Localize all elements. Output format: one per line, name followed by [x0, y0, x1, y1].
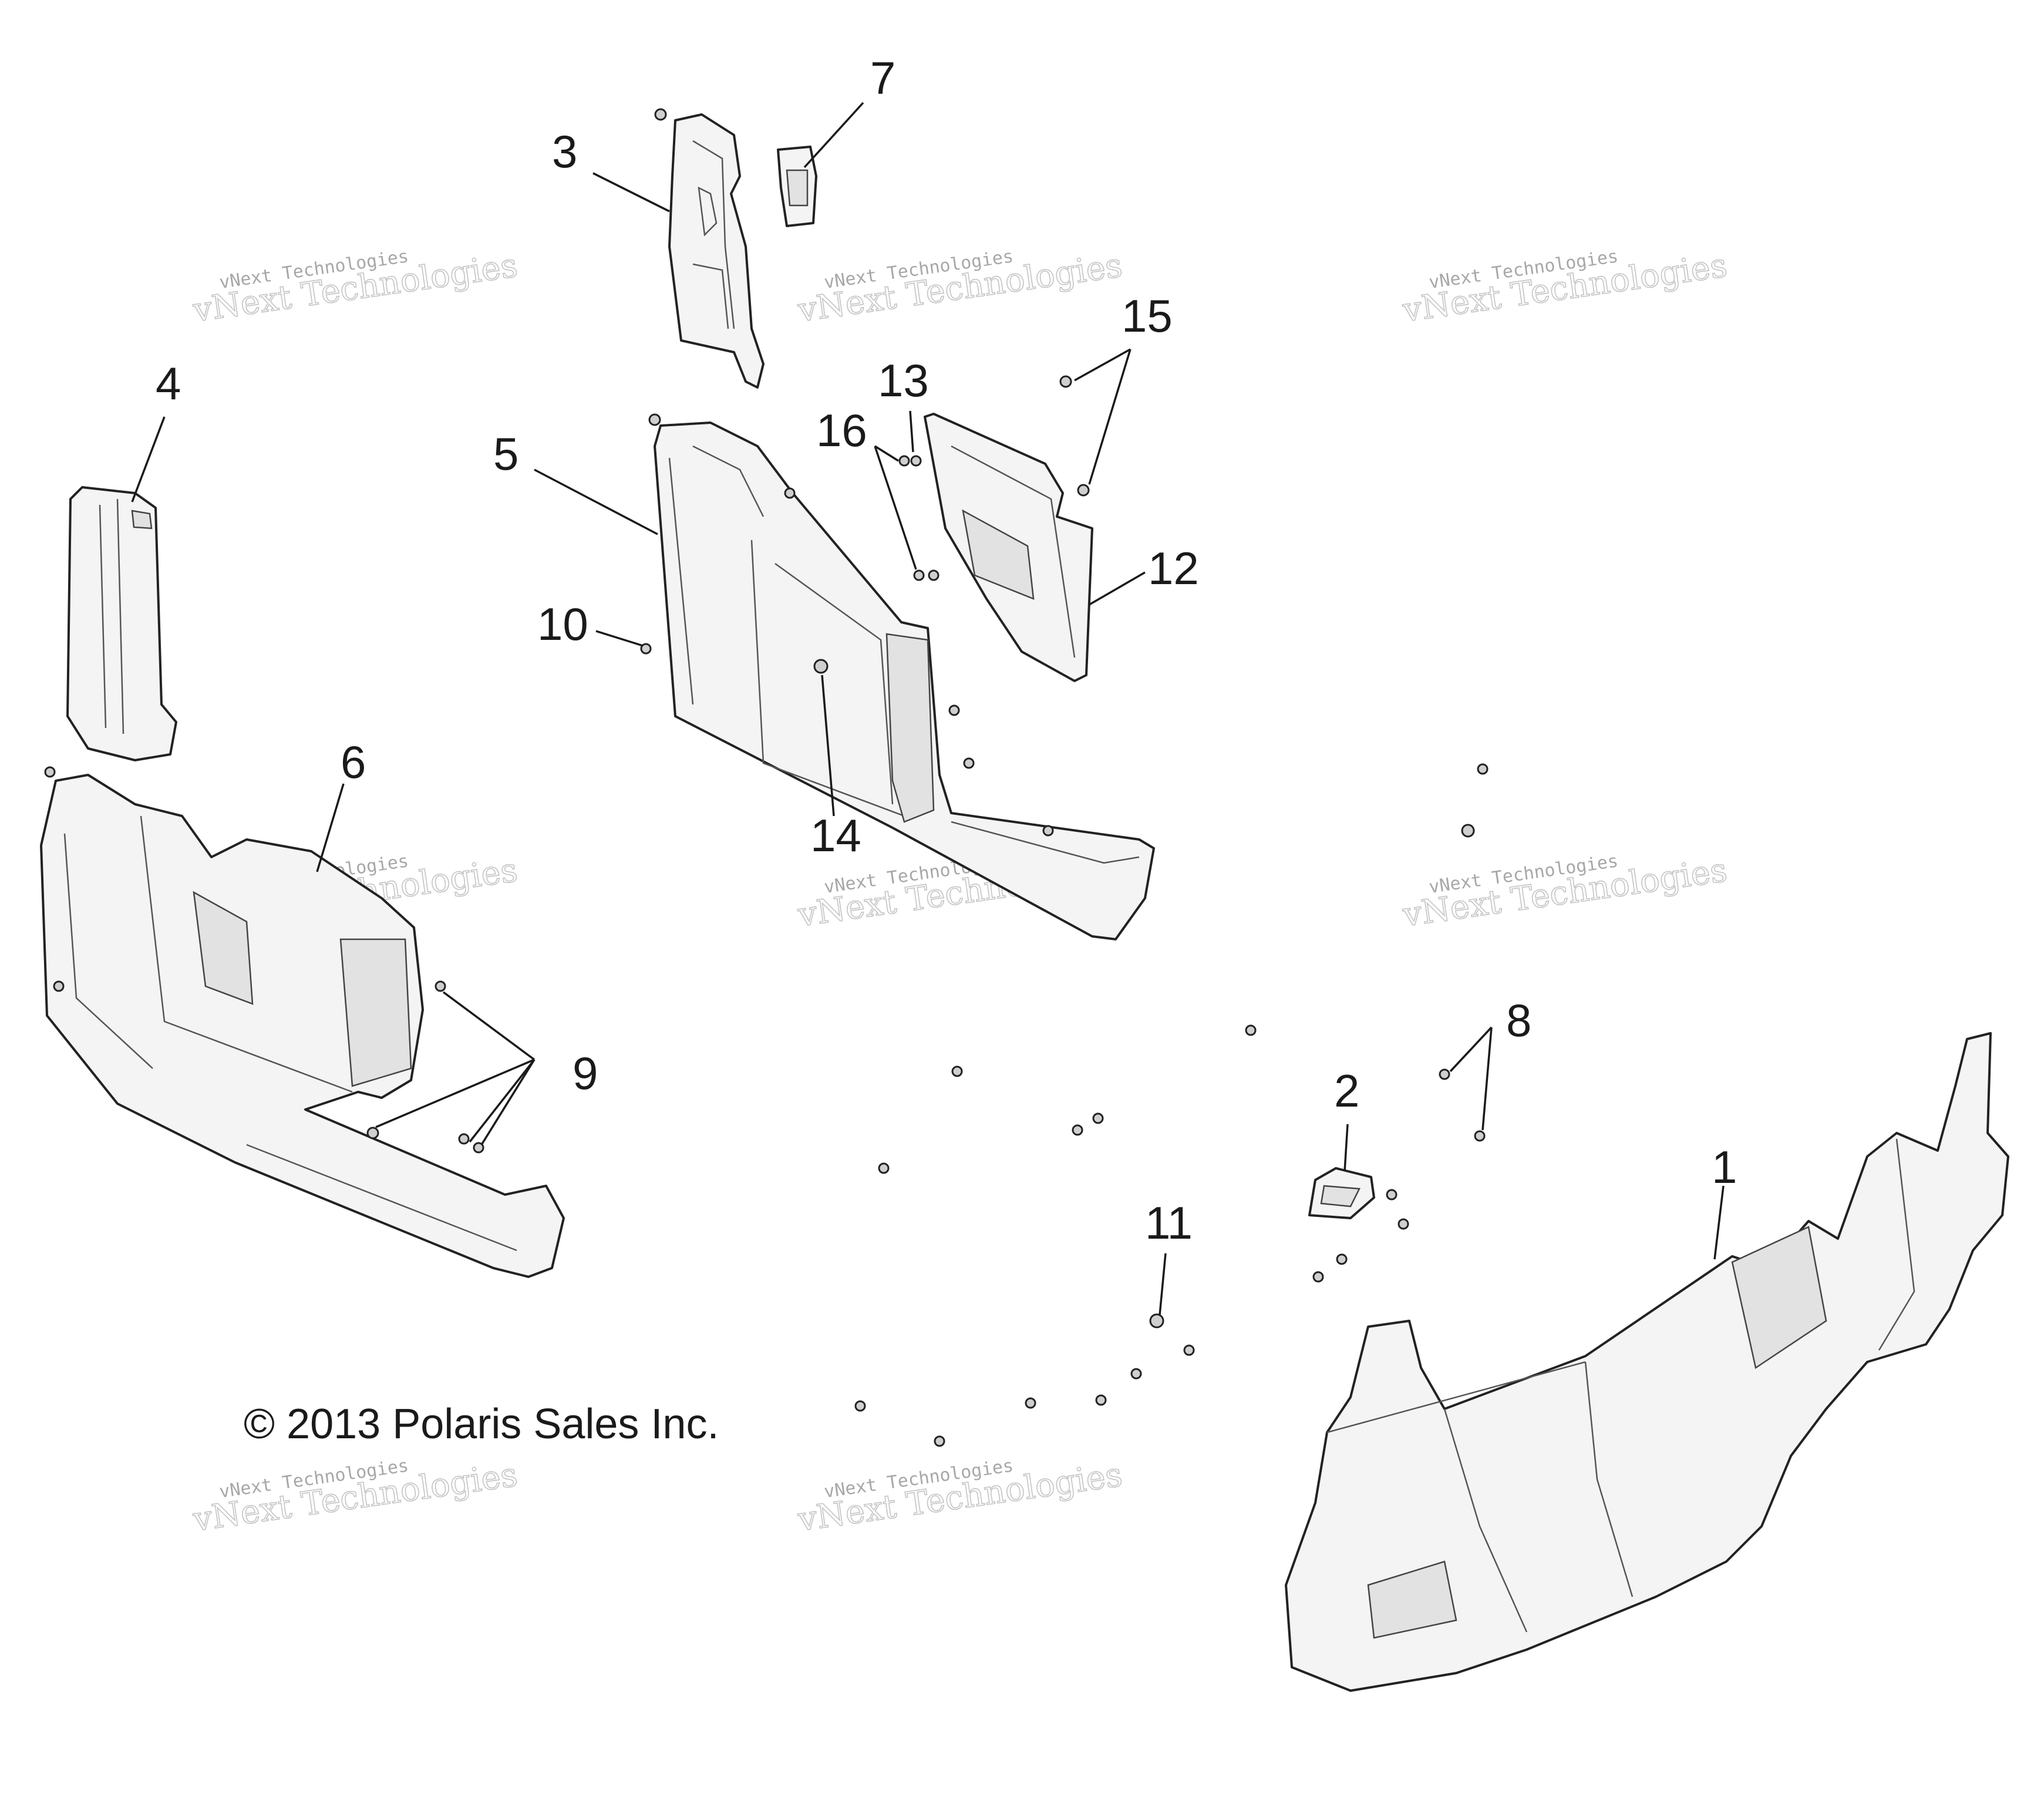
leader-lines: [131, 102, 1725, 1316]
callout-10: 10: [537, 598, 588, 650]
watermark: vNext Technologies vNext Technologies: [190, 1455, 521, 1540]
callout-labels: 7 3 4 5 15 13 16 12 10 14 6 9 8 2 1 11: [156, 52, 1737, 1249]
screw-icon: [458, 1133, 470, 1145]
part-2-plate: [1308, 1167, 1375, 1219]
watermark: vNext Technologies vNext Technologies: [795, 246, 1126, 331]
callout-6: 6: [341, 736, 366, 788]
screw-icon: [784, 487, 796, 499]
part-7-plate: [777, 146, 817, 227]
clip-icon: [1461, 824, 1475, 838]
leader-line-11: [1159, 1253, 1167, 1316]
leader-line-12: [1089, 571, 1146, 606]
screw-icon: [366, 1127, 379, 1139]
watermark: vNext Technologies vNext Technologies: [795, 1455, 1126, 1540]
callout-5: 5: [493, 428, 518, 480]
screw-icon: [951, 1065, 963, 1077]
callout-11: 11: [1145, 1197, 1193, 1249]
part-6-door: [40, 774, 565, 1278]
callout-7: 7: [870, 52, 895, 104]
leader-line-2: [1343, 1124, 1349, 1172]
part-12-panel: [924, 413, 1093, 682]
callout-16: 16: [816, 404, 867, 456]
part-3-bracket: [668, 113, 765, 389]
screw-icon: [1072, 1124, 1083, 1136]
screw-icon: [473, 1142, 484, 1154]
nut-icon: [910, 455, 922, 467]
screw-icon: [934, 1435, 945, 1447]
screw-icon: [878, 1162, 890, 1174]
clip-icon: [813, 659, 829, 674]
callout-2: 2: [1334, 1065, 1359, 1117]
leader-line-9d: [480, 1059, 536, 1145]
callout-3: 3: [552, 126, 577, 177]
leader-line-1: [1713, 1185, 1725, 1260]
leader-line-4: [131, 416, 166, 503]
nut-icon: [898, 455, 910, 467]
screw-icon: [1398, 1218, 1409, 1230]
screw-icon: [1386, 1189, 1398, 1201]
clip-icon: [1149, 1313, 1164, 1328]
leader-line-10: [595, 630, 644, 647]
part-1-dash: [1285, 1032, 2009, 1692]
screw-icon: [1245, 1024, 1257, 1036]
screw-icon: [1312, 1271, 1324, 1283]
leader-line-9a: [442, 991, 536, 1061]
leader-line-14: [821, 675, 835, 817]
screw-icon: [1336, 1253, 1348, 1265]
callout-9: 9: [573, 1047, 598, 1099]
screw-icon: [854, 1400, 866, 1412]
callout-14: 14: [810, 810, 861, 861]
leader-line-15b: [1088, 349, 1132, 485]
leader-line-9b: [375, 1058, 535, 1128]
leader-line-9c: [469, 1058, 536, 1143]
leader-line-6: [316, 783, 345, 872]
screw-icon: [963, 757, 975, 769]
leader-line-16b: [874, 446, 917, 570]
leader-line-15a: [1074, 348, 1131, 382]
part-5-frame: [654, 422, 1155, 940]
screw-icon: [1130, 1368, 1142, 1380]
screw-icon: [1092, 1112, 1104, 1124]
screw-icon: [1042, 825, 1054, 837]
screw-icon: [1439, 1068, 1450, 1080]
screw-icon: [44, 766, 56, 778]
screw-icon: [1183, 1344, 1195, 1356]
screw-icon: [640, 643, 652, 655]
callout-12: 12: [1148, 542, 1199, 594]
callout-4: 4: [156, 358, 181, 409]
callout-13: 13: [878, 355, 929, 406]
watermark: vNext Technologies vNext Technologies: [1400, 851, 1730, 935]
leader-line-8a: [1449, 1026, 1493, 1073]
leader-line-16a: [874, 445, 899, 462]
screw-icon: [435, 980, 446, 992]
screw-icon: [654, 108, 667, 121]
callout-15: 15: [1122, 290, 1173, 342]
screw-icon: [53, 980, 65, 992]
screw-icon: [1095, 1394, 1107, 1406]
screw-icon: [1025, 1397, 1036, 1409]
screw-icon: [1477, 763, 1489, 775]
leader-line-5: [534, 468, 658, 535]
leader-line-3: [592, 172, 670, 213]
screw-icon: [648, 413, 661, 426]
copyright-text: © 2013 Polaris Sales Inc.: [244, 1401, 719, 1448]
screw-icon: [1474, 1130, 1486, 1142]
screw-icon: [948, 704, 960, 716]
nut-icon: [928, 569, 940, 581]
callout-1: 1: [1712, 1141, 1737, 1193]
screw-icon: [1059, 375, 1072, 388]
nut-icon: [913, 569, 925, 581]
part-4-panel: [66, 486, 177, 761]
leader-line-8b: [1481, 1027, 1493, 1131]
watermark: vNext Technologies vNext Technologies: [190, 246, 521, 331]
leader-line-13: [909, 410, 914, 453]
screw-icon: [1077, 484, 1090, 497]
callout-8: 8: [1506, 994, 1531, 1046]
leader-line-7: [803, 102, 864, 168]
fastener-group: [44, 108, 1489, 1447]
watermark: vNext Technologies vNext Technologies: [1400, 246, 1730, 331]
